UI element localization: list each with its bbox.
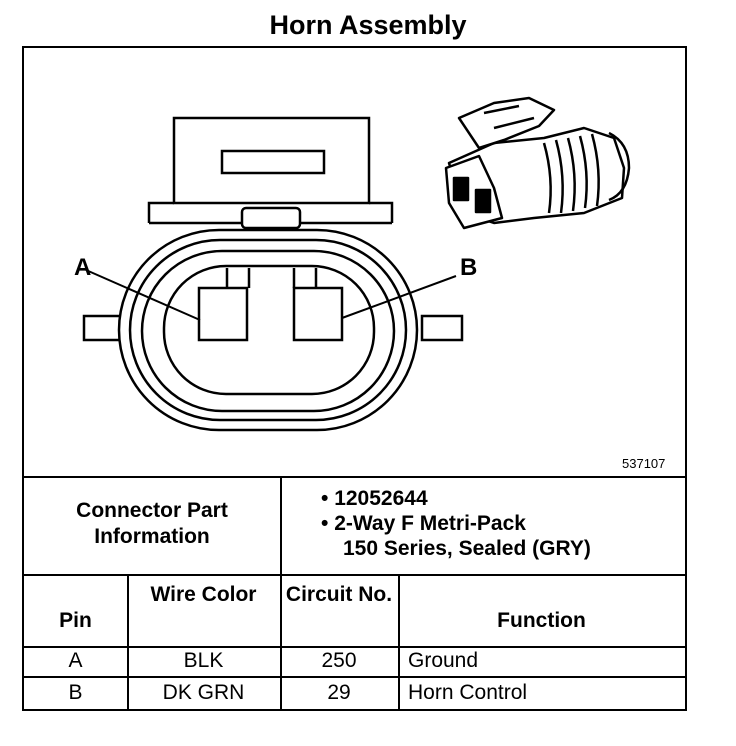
header-circuit-no: Circuit No. bbox=[285, 583, 393, 606]
connector-figure: A B 537107 bbox=[24, 48, 685, 476]
row-b-pin: B bbox=[68, 681, 83, 704]
pin-a-callout: A bbox=[74, 254, 92, 281]
connector-info-label: Connector Part Information bbox=[76, 499, 228, 548]
header-function: Function bbox=[497, 609, 586, 632]
diagram-frame: A B 537107 Connector Part Information • … bbox=[22, 46, 687, 711]
connector-info-item: • 2-Way F Metri-Pack bbox=[321, 512, 526, 535]
figure-divider bbox=[24, 476, 685, 478]
connector-face-view-icon bbox=[82, 116, 464, 432]
col-divider-2 bbox=[280, 574, 282, 709]
row-a-function: Ground bbox=[408, 649, 479, 672]
row-b-wire-color: DK GRN bbox=[162, 681, 245, 704]
info-divider bbox=[280, 476, 282, 574]
header-divider bbox=[24, 574, 685, 576]
row-a-pin: A bbox=[68, 649, 83, 672]
col-divider-3 bbox=[398, 574, 400, 709]
pin-b-callout: B bbox=[460, 254, 478, 281]
header-pin: Pin bbox=[59, 609, 92, 632]
row-a-wire-color: BLK bbox=[183, 649, 224, 672]
col-divider-1 bbox=[127, 574, 129, 709]
connector-info-item: • 12052644 bbox=[321, 487, 428, 510]
row-b-function: Horn Control bbox=[408, 681, 528, 704]
page-title: Horn Assembly bbox=[269, 10, 467, 40]
connector-info-items: • 12052644 • 2-Way F Metri-Pack 150 Seri… bbox=[321, 486, 591, 561]
connector-isometric-icon bbox=[444, 96, 631, 230]
row-divider bbox=[24, 676, 685, 678]
row-b-circuit: 29 bbox=[327, 681, 351, 704]
figure-id: 537107 bbox=[622, 456, 666, 471]
header-wire-color: Wire Color bbox=[150, 583, 257, 606]
connector-info-item: 150 Series, Sealed (GRY) bbox=[343, 537, 591, 560]
header-bottom bbox=[24, 646, 685, 648]
row-a-circuit: 250 bbox=[321, 649, 357, 672]
